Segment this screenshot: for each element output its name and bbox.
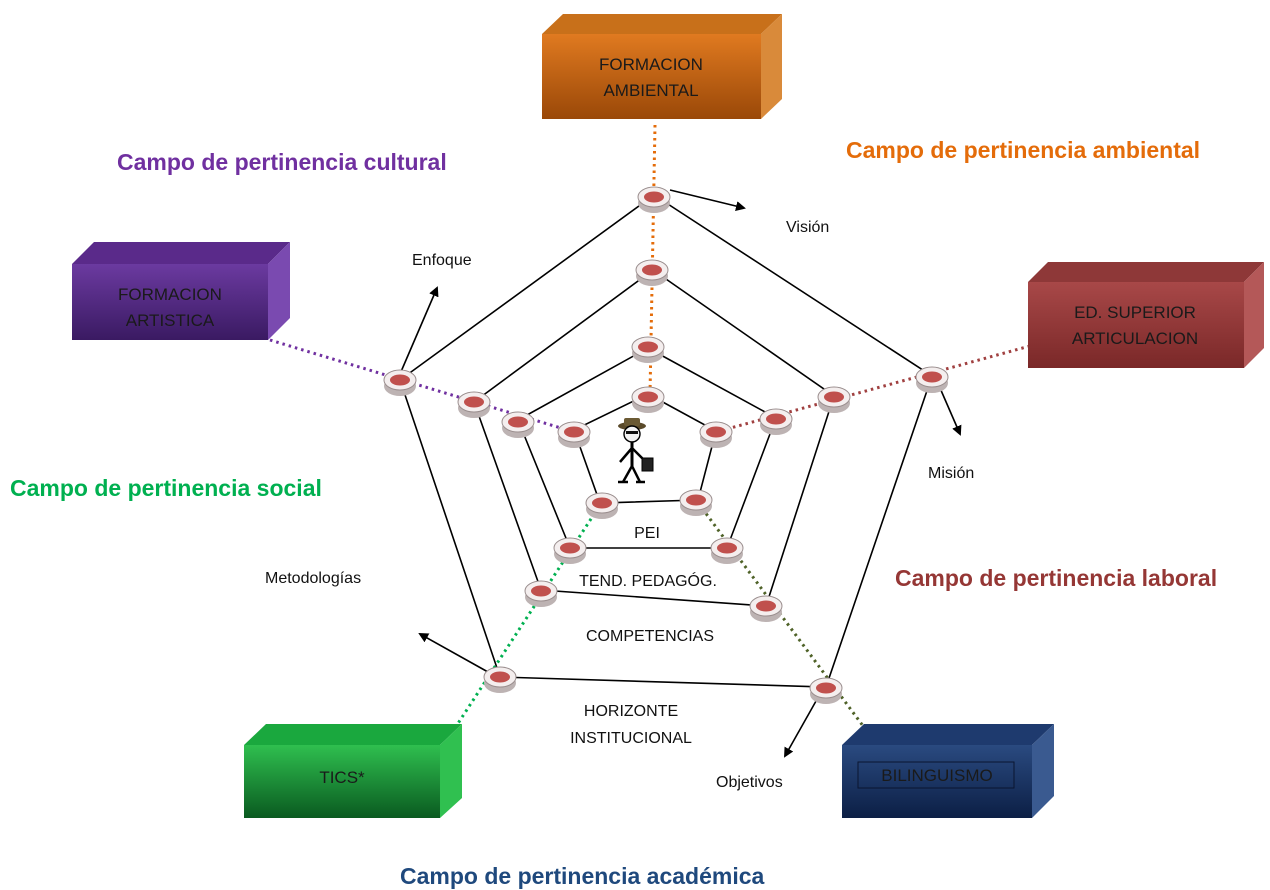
connector-artistica xyxy=(269,338,575,434)
campo-academica: Campo de pertinencia académica xyxy=(400,863,765,889)
node-oval xyxy=(759,408,793,435)
arrow-metodologias xyxy=(418,633,489,673)
node-oval xyxy=(710,537,744,564)
ring-label-tend: TEND. PEDAGÓG. xyxy=(579,571,717,590)
campo-laboral: Campo de pertinencia laboral xyxy=(895,565,1217,591)
box-ed-superior: ED. SUPERIOR ARTICULACION xyxy=(1028,262,1264,368)
outer-arrows xyxy=(399,189,962,758)
node-oval xyxy=(483,666,517,693)
box-ambiental-line1: FORMACION xyxy=(599,55,703,74)
node-oval xyxy=(524,580,558,607)
box-bilinguismo: BILINGUISMO xyxy=(842,724,1054,818)
arrow-objetivos xyxy=(784,693,821,758)
ring-tend xyxy=(516,347,777,549)
ring-label-competencias: COMPETENCIAS xyxy=(586,628,714,645)
arrow-label-metodologias: Metodologías xyxy=(265,570,361,587)
node-oval xyxy=(383,369,417,396)
box-formacion-ambiental: FORMACION AMBIENTAL xyxy=(542,14,782,119)
web-nodes xyxy=(383,186,949,704)
node-oval xyxy=(631,386,665,413)
arrow-label-vision: Visión xyxy=(786,219,829,236)
box-bilinguismo-line1: BILINGUISMO xyxy=(881,766,992,785)
node-oval xyxy=(637,186,671,213)
ring-label-horizonte-1: HORIZONTE xyxy=(584,703,678,720)
node-oval xyxy=(679,489,713,516)
node-oval xyxy=(699,421,733,448)
ring-horizonte xyxy=(399,194,933,688)
arrow-mision xyxy=(939,387,962,436)
node-oval xyxy=(631,336,665,363)
connector-tics xyxy=(453,501,604,729)
node-oval xyxy=(557,421,591,448)
box-superior-line1: ED. SUPERIOR xyxy=(1074,303,1196,322)
node-oval xyxy=(635,259,669,286)
ring-label-horizonte-2: INSTITUCIONAL xyxy=(570,730,692,747)
node-oval xyxy=(457,391,491,418)
node-oval xyxy=(915,366,949,393)
connector-superior xyxy=(715,344,1031,434)
person-figure xyxy=(618,418,654,484)
node-oval xyxy=(585,492,619,519)
box-artistica-line1: FORMACION xyxy=(118,285,222,304)
arrow-enfoque xyxy=(399,286,439,375)
node-oval xyxy=(817,386,851,413)
node-oval xyxy=(809,677,843,704)
node-oval xyxy=(553,537,587,564)
campo-social: Campo de pertinencia social xyxy=(10,475,322,501)
campo-cultural: Campo de pertinencia cultural xyxy=(117,149,447,175)
arrow-vision xyxy=(669,189,746,211)
box-formacion-artistica: FORMACION ARTISTICA xyxy=(72,242,290,340)
ring-label-pei: PEI xyxy=(634,525,660,542)
box-tics: TICS* xyxy=(244,724,462,818)
box-ambiental-line2: AMBIENTAL xyxy=(603,81,698,100)
node-oval xyxy=(749,595,783,622)
arrow-label-enfoque: Enfoque xyxy=(412,252,472,269)
arrow-label-mision: Misión xyxy=(928,465,974,482)
box-artistica-line2: ARTISTICA xyxy=(126,311,215,330)
campo-ambiental: Campo de pertinencia ambiental xyxy=(846,137,1200,163)
ring-competencias xyxy=(473,269,835,607)
node-oval xyxy=(501,411,535,438)
box-tics-line1: TICS* xyxy=(319,768,365,787)
box-superior-line2: ARTICULACION xyxy=(1072,329,1198,348)
arrow-label-objetivos: Objetivos xyxy=(716,774,783,791)
